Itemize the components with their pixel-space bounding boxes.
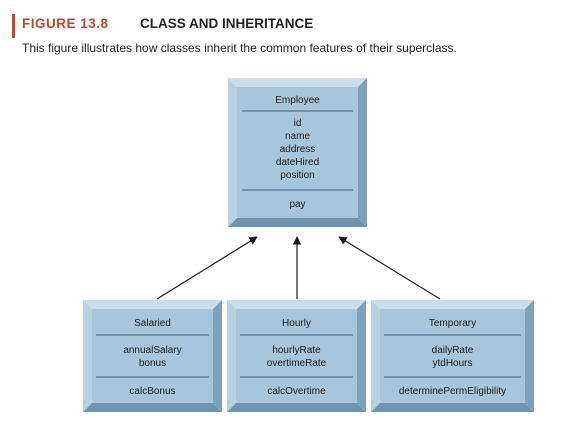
class-method: pay [289,199,305,210]
box-bevel-bottom [371,403,534,412]
class-method: calcBonus [129,386,175,397]
box-face [237,87,358,218]
box-bevel-left [371,300,380,412]
class-box-temporary: Temporary dailyRate ytdHours determinePe… [371,300,534,412]
class-method: calcOvertime [267,386,326,397]
box-bevel-left [227,300,236,412]
class-box-salaried: Salaried annualSalary bonus calcBonus [83,300,222,412]
box-bevel-right [213,300,222,412]
box-bevel-bottom [83,403,222,412]
class-name: Employee [275,95,320,106]
box-bevel-top [371,300,534,309]
class-box-hourly: Hourly hourlyRate overtimeRate calcOvert… [227,300,366,412]
figure-caption: This figure illustrates how classes inhe… [22,41,457,55]
class-name: Hourly [282,318,311,329]
class-attribute: dailyRate [432,345,474,356]
class-box-employee: Employee id name address dateHired posit… [228,78,367,227]
box-bevel-bottom [228,218,367,227]
class-method: determinePermEligibility [399,386,506,397]
class-attribute: address [280,144,316,155]
box-bevel-top [83,300,222,309]
inheritance-arrows [156,236,441,300]
class-attribute: annualSalary [123,345,181,356]
class-attribute: dateHired [276,157,319,168]
box-face [380,309,525,403]
class-attribute: hourlyRate [272,345,321,356]
box-bevel-bottom [227,403,366,412]
box-bevel-top [228,78,367,87]
class-attribute: name [285,131,310,142]
figure-header: FIGURE 13.8 CLASS AND INHERITANCE This f… [12,8,572,60]
class-attribute: ytdHours [432,358,472,369]
arrow-temporary-to-employee [338,236,441,300]
box-bevel-right [357,300,366,412]
figure-accent-bar [12,14,15,38]
box-bevel-top [227,300,366,309]
figure-title: CLASS AND INHERITANCE [140,16,314,31]
class-attribute: position [280,170,314,181]
arrow-salaried-to-employee [156,236,258,300]
class-attribute: overtimeRate [267,358,327,369]
figure-number: FIGURE 13.8 [22,16,109,31]
class-name: Salaried [134,318,171,329]
class-name: Temporary [429,318,476,329]
box-face [92,309,213,403]
box-bevel-right [525,300,534,412]
box-bevel-left [228,78,237,227]
class-attribute: id [294,118,302,129]
box-face [236,309,357,403]
class-attribute: bonus [139,358,166,369]
box-bevel-right [358,78,367,227]
box-bevel-left [83,300,92,412]
